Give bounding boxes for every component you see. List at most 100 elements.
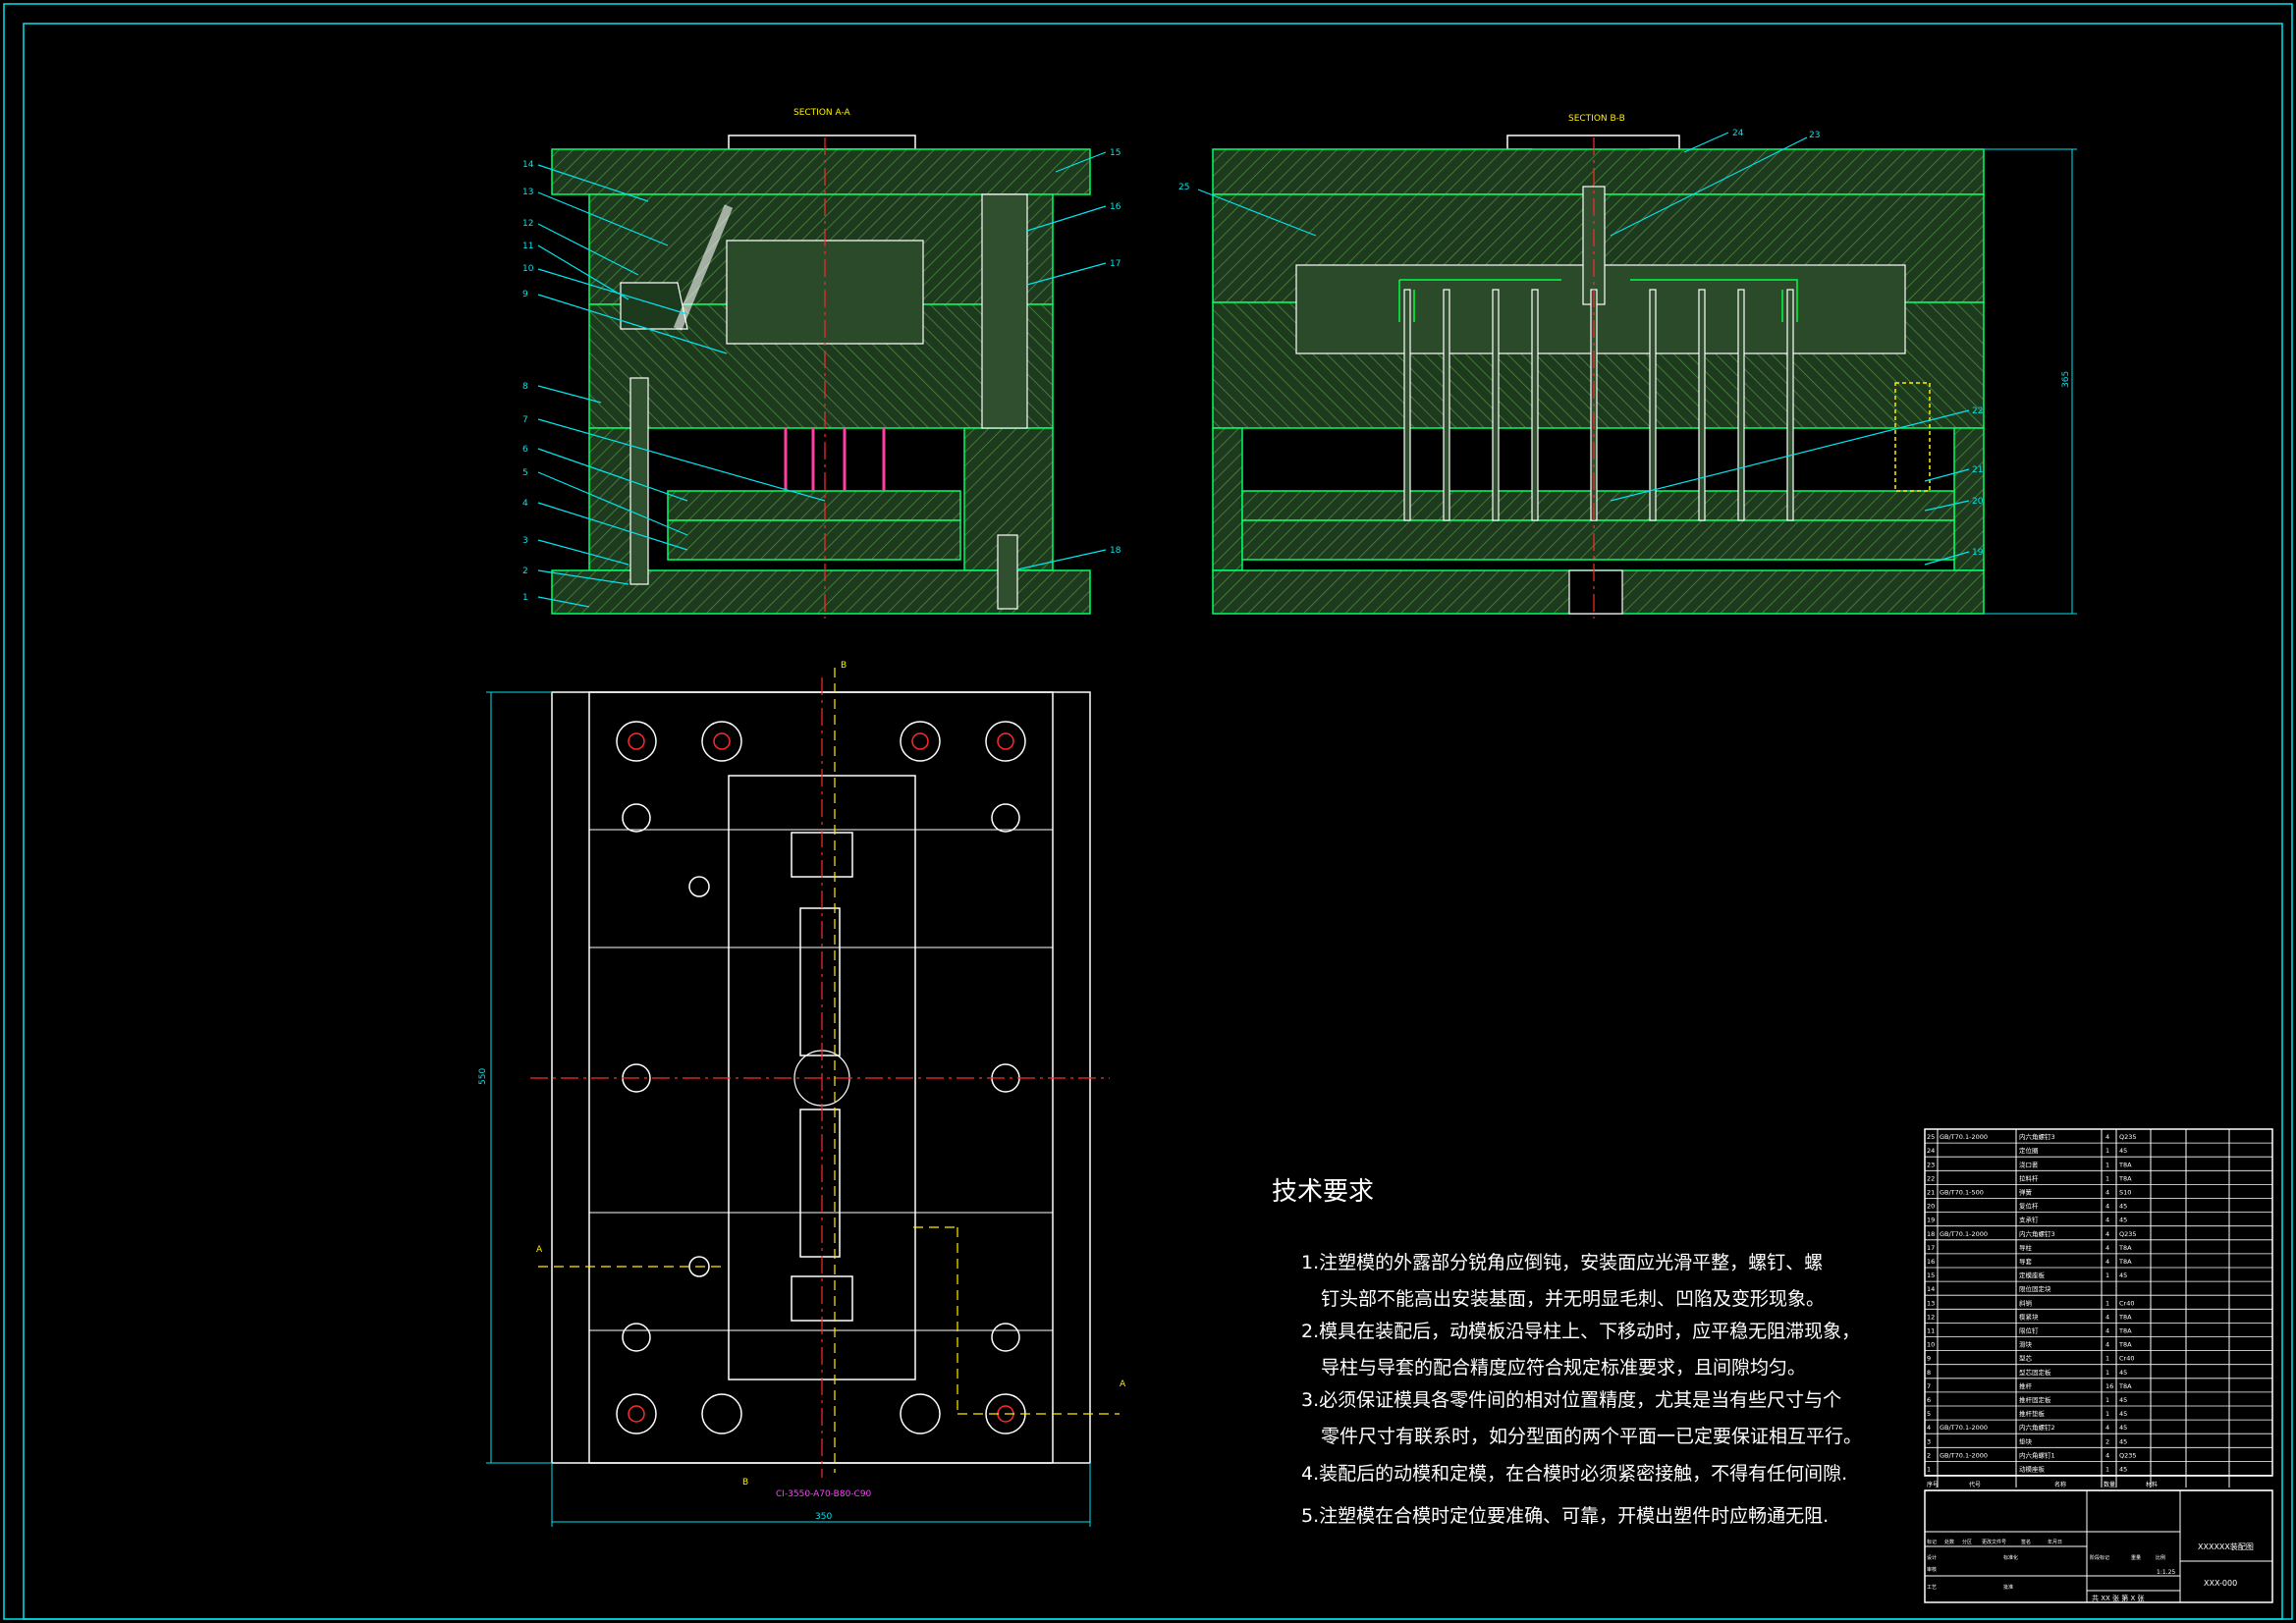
bom-cell-name: 弹簧 — [2019, 1188, 2033, 1197]
bom-header-qty: 数量 — [2104, 1481, 2115, 1488]
part-label: 4 — [522, 499, 528, 509]
tech-line: 导柱与导套的配合精度应符合规定标准要求，且间隙均匀。 — [1321, 1357, 1806, 1379]
bom-cell-mat: Cr40 — [2119, 1355, 2134, 1363]
bom-cell-qty: 1 — [2105, 1161, 2109, 1168]
bom-cell-no: 18 — [1927, 1230, 1935, 1238]
tb-label: 设计 — [1927, 1554, 1937, 1561]
tb-label: 工艺 — [1927, 1585, 1937, 1591]
bom-cell-qty: 4 — [2105, 1133, 2109, 1141]
spacer-left-b — [1212, 427, 1243, 571]
drawing-title: XXXXXX装配图 — [2198, 1542, 2254, 1551]
part-label: 10 — [522, 264, 534, 274]
part-label: 12 — [522, 219, 533, 229]
section-a-title: SECTION A-A — [793, 108, 851, 118]
bom-cell-no: 17 — [1927, 1244, 1935, 1252]
bom-cell-name: 内六角螺钉3 — [2019, 1229, 2055, 1238]
bom-cell-name: 推杆垫板 — [2019, 1409, 2046, 1418]
bom-cell-qty: 4 — [2105, 1451, 2109, 1459]
bom-cell-std: GB/T70.1-500 — [1940, 1189, 1984, 1197]
bom-cell-mat: T8A — [2118, 1313, 2132, 1321]
bom-cell-qty: 4 — [2105, 1258, 2109, 1266]
bom-cell-name: 推杆固定板 — [2019, 1395, 2051, 1404]
tb-label: 标记 — [1927, 1539, 1937, 1545]
support-pin-right — [997, 534, 1018, 610]
bom-cell-no: 4 — [1927, 1424, 1931, 1432]
ejector-plate — [667, 519, 961, 561]
ejector-plate-b — [1241, 519, 1955, 561]
part-label: 15 — [1110, 148, 1121, 158]
part-label: 5 — [522, 468, 528, 478]
bom-cell-no: 24 — [1927, 1147, 1935, 1155]
bom-cell-name: 浇口套 — [2019, 1160, 2039, 1168]
part-label: 3 — [522, 536, 528, 546]
bom-cell-no: 9 — [1927, 1355, 1931, 1363]
tech-line: 1.注塑模的外露部分锐角应倒钝，安装面应光滑平整，螺钉、螺 — [1301, 1252, 1823, 1273]
bom-cell-name: 定模座板 — [2019, 1271, 2046, 1279]
tech-line: 4.装配后的动模和定模，在合模时必须紧密接触，不得有任何间隙. — [1301, 1463, 1847, 1485]
cavity-insert — [799, 1109, 841, 1258]
mold-base-spec: CI-3550-A70-B80-C90 — [776, 1489, 872, 1499]
bom-cell-mat: 45 — [2119, 1410, 2127, 1418]
bom-cell-qty: 1 — [2105, 1147, 2109, 1155]
plan-view: B B A A 550 350 CI-3550-A70-B80-C90 — [478, 661, 1126, 1527]
tech-line: 5.注塑模在合模时定位要准确、可靠，开模出塑件时应畅通无阻. — [1301, 1505, 1829, 1527]
tb-label: 审核 — [1927, 1566, 1937, 1573]
bom-cell-mat: 45 — [2119, 1147, 2127, 1155]
part-label: 17 — [1110, 259, 1121, 269]
tb-label: 阶段标记 — [2090, 1554, 2109, 1561]
bom-cell-std: GB/T70.1-2000 — [1940, 1424, 1988, 1432]
part-label: 13 — [522, 188, 533, 197]
bom-cell-name: 型芯固定板 — [2019, 1368, 2051, 1377]
bom-cell-mat: 45 — [2119, 1466, 2127, 1474]
bom-cell-mat: 45 — [2119, 1271, 2127, 1279]
bom-cell-qty: 4 — [2105, 1203, 2109, 1211]
bom-header-name: 名称 — [2054, 1481, 2066, 1488]
marker-a-right: A — [1120, 1380, 1126, 1389]
marker-b-top: B — [841, 661, 847, 671]
section-b-part-numbers: 25 24 23 22 21 20 19 — [1178, 129, 1984, 558]
tech-line: 3.必须保证模具各零件间的相对位置精度，尤其是当有些尺寸与个 — [1301, 1389, 1841, 1411]
section-a-leaders — [537, 151, 1107, 608]
title-block: XXXXXX装配图 XXX-000 1:1.25 共 XX 张 第 X 张 标记… — [1924, 1489, 2273, 1603]
section-cut-lines — [538, 668, 1120, 1473]
tb-label: 标准化 — [2003, 1554, 2018, 1561]
bom-cell-qty: 1 — [2105, 1410, 2109, 1418]
part-label: 1 — [522, 593, 528, 603]
bom-cell-name: 定位圈 — [2019, 1146, 2039, 1155]
bom-cell-qty: 1 — [2105, 1369, 2109, 1377]
bom-header-std: 代号 — [1969, 1481, 1981, 1488]
bom-cell-no: 15 — [1927, 1271, 1935, 1279]
bom-cell-mat: 45 — [2119, 1396, 2127, 1404]
bom-cell-mat: 45 — [2119, 1203, 2127, 1211]
bom-cell-qty: 4 — [2105, 1424, 2109, 1432]
bom-cell-name: 拉料杆 — [2019, 1173, 2039, 1182]
bom-cell-mat: Q235 — [2119, 1230, 2137, 1238]
bom-cell-mat: T8A — [2118, 1258, 2132, 1266]
bom-cell-no: 3 — [1927, 1437, 1931, 1445]
part-label: 18 — [1110, 546, 1121, 556]
bom-cell-no: 6 — [1927, 1396, 1931, 1404]
marker-a-left: A — [536, 1245, 543, 1255]
bom-cell-no: 23 — [1927, 1161, 1935, 1168]
bom-cell-name: 导柱 — [2019, 1243, 2033, 1252]
bom-cell-name: 限位钉 — [2019, 1326, 2039, 1335]
bom-cell-no: 21 — [1927, 1189, 1935, 1197]
part-label: 16 — [1110, 202, 1121, 212]
part-label: 7 — [522, 415, 528, 425]
bom-cell-mat: T8A — [2118, 1341, 2132, 1349]
bom-cell-no: 2 — [1927, 1451, 1931, 1459]
part-label: 19 — [1972, 548, 1984, 558]
bom-cell-qty: 4 — [2105, 1313, 2109, 1321]
bom-cell-name: 导套 — [2019, 1257, 2033, 1266]
bom-cell-qty: 4 — [2105, 1217, 2109, 1224]
bom-cell-std: GB/T70.1-2000 — [1940, 1451, 1988, 1459]
tech-line: 2.模具在装配后，动模板沿导柱上、下移动时，应平稳无阻滞现象， — [1301, 1321, 1860, 1342]
cavity-insert — [799, 907, 841, 1056]
bom-cell-name: 内六角螺钉3 — [2019, 1132, 2055, 1141]
tech-heading: 技术要求 — [1272, 1177, 1374, 1207]
bom-cell-qty: 2 — [2105, 1437, 2109, 1445]
ejector-retainer-b — [1241, 490, 1955, 521]
bom-cell-no: 5 — [1927, 1410, 1931, 1418]
bom-cell-qty: 4 — [2105, 1341, 2109, 1349]
